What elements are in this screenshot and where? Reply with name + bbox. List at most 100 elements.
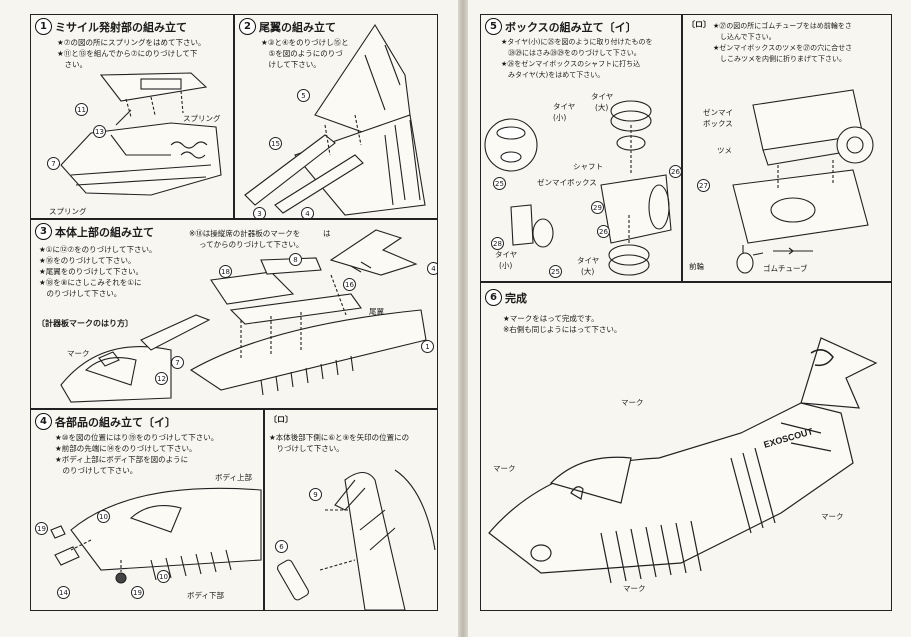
step6-panel: 6 完成 ★マークをはって完成です。 ※右側も同じようにはって下さい。 EXOS… [480, 282, 892, 611]
step1-line3: さい。 [57, 60, 87, 69]
part-25a-marker: 25 [493, 177, 506, 190]
part-5-marker: 5 [297, 89, 310, 102]
gauge-mark-subheading-text: 計器板マークのはり方 [45, 319, 125, 328]
tire-large-size-2: (大) [581, 267, 595, 276]
step4b-heading: 〔ロ〕 [269, 415, 293, 424]
step4-line2: ★前部の先端に⑭をのりづけして下さい。 [55, 444, 197, 453]
step4-line3: ★ボディ上部にボディ下部を図のように [55, 455, 189, 464]
step4-panel: 4 各部品の組み立て〔イ〕 ★⑩を図の位置にはり⑲をのりづけして下さい。 ★前部… [30, 409, 264, 611]
step1-line1: ★⑦の図の所にスプリングをはめて下さい。 [57, 38, 206, 47]
step6-heading: 6 完成 [485, 289, 527, 306]
gauge-mark-subheading: 〔計器板マークのはり方〕 [37, 319, 133, 328]
step5b-drawing [732, 89, 874, 274]
part-11-marker: 11 [75, 103, 88, 116]
step4-body-drawing [50, 487, 262, 584]
part-28-marker: 28 [491, 237, 504, 250]
step6-title: 完成 [505, 291, 527, 305]
body-upper-label: ボディ上部 [215, 473, 252, 482]
part-4-marker: 4 [301, 207, 314, 218]
part-8-marker: 8 [289, 253, 302, 266]
part-19b-marker: 19 [131, 586, 144, 599]
tire-large-label-2: タイヤ [577, 256, 600, 265]
step3-line3: ★尾翼をのりづけして下さい。 [39, 267, 143, 276]
mark-label-4: マーク [623, 584, 646, 593]
tire-small-size: (小) [553, 113, 567, 122]
step5b-line3: ★ゼンマイボックスのツメを㉗の穴に合せさ [713, 44, 853, 52]
step3-panel: 3 本体上部の組み立て ※⑱は操縦席の計器板のマークを は ってからのりづけして… [30, 219, 438, 409]
step5b-line2: し込んで下さい。 [713, 33, 776, 41]
spring-label-2: スプリング [49, 207, 87, 216]
tire-small-size-2: (小) [499, 261, 513, 270]
step5-panel: 5 ボックスの組み立て〔イ〕 ★タイヤ(小)に㉕を図のように取り付けたものを ㉘… [480, 14, 682, 282]
page-gutter [458, 0, 468, 637]
step5b-line1: ★㉗の図の所にゴムチューブをはめ前輪をさ [713, 22, 852, 30]
step6-line1: ★マークをはって完成です。 [503, 314, 599, 323]
mark-label-1: マーク [621, 398, 644, 407]
step2-tail-drawing [244, 23, 426, 216]
part-7b-marker: 7 [171, 356, 184, 369]
step5b-heading: 〔ロ〕 [687, 20, 711, 29]
step5b-line4: しこみツメを内側に折りまげて下さい。 [713, 55, 846, 63]
step5-line2: ㉘㉙にはさみ㉘㉙をのりづけして下さい。 [501, 49, 641, 57]
tail-wing-label: 尾翼 [369, 307, 384, 316]
step2-line3: けして下さい。 [261, 60, 321, 69]
step4-title: 各部品の組み立て〔イ〕 [55, 415, 176, 429]
part-9-marker: 9 [309, 488, 322, 501]
part-3-marker: 3 [253, 207, 266, 218]
part-4b-marker: 4 [427, 262, 437, 275]
part-1-marker: 1 [421, 340, 434, 353]
mark-label-step3: マーク [67, 349, 90, 358]
part-19a-marker: 19 [35, 522, 48, 535]
step5-title: ボックスの組み立て〔イ〕 [505, 20, 637, 34]
step6-number: 6 [485, 289, 502, 306]
zenmai-label-1: ゼンマイ [703, 108, 733, 117]
step2-line1: ★③と④をのりづけし⑮と [261, 38, 349, 47]
step4b-line1: ★本体後部下側に⑥と⑨を矢印の位置にの [269, 433, 410, 442]
step3-heading: 3 本体上部の組み立て [35, 223, 154, 240]
part-10b-marker: 10 [157, 570, 170, 583]
step3-line1: ★①に⑫⑦をのりづけして下さい。 [39, 245, 157, 254]
step4b-drawing [276, 469, 436, 610]
step4-heading: 4 各部品の組み立て〔イ〕 [35, 413, 176, 430]
spring-label-1: スプリング [183, 114, 221, 123]
step1-heading: 1 ミサイル発射部の組み立て [35, 18, 187, 35]
part-10a-marker: 10 [97, 510, 110, 523]
step1-line2: ★⑪と⑬を組んでから⑦にのりづけして下 [57, 49, 198, 58]
part-14-marker: 14 [57, 586, 70, 599]
part-26a-marker: 26 [669, 165, 681, 178]
part-6-marker: 6 [275, 540, 288, 553]
mark-label-3: マーク [821, 512, 844, 521]
front-wheel-label: 前輪 [689, 262, 704, 271]
step3-line4: ★⑱を⑧にさしこみそれを①に [39, 278, 142, 287]
step1-title: ミサイル発射部の組み立て [55, 20, 187, 34]
step4-line4: のりづけして下さい。 [55, 466, 138, 475]
step3-line5: のりづけして下さい。 [39, 289, 122, 298]
tire-large-label: タイヤ [591, 92, 614, 101]
tire-small-label-2: タイヤ [495, 250, 518, 259]
part-26b-marker: 26 [597, 225, 610, 238]
step2-panel: 2 尾翼の組み立て ★③と④をのりづけし⑮と ⑤を図のようにのりづ けして下さい… [234, 14, 438, 219]
part-15-marker: 15 [269, 137, 282, 150]
part-12-marker: 12 [155, 372, 168, 385]
step3-title: 本体上部の組み立て [55, 225, 154, 239]
part-29-marker: 29 [591, 201, 604, 214]
step1-number: 1 [35, 18, 52, 35]
step4b-line2: りづけして下さい。 [269, 444, 344, 453]
part-18-marker: 18 [219, 265, 232, 278]
step3-note-line1: ※⑱は操縦席の計器板のマークを [189, 229, 301, 238]
step5-line4: みタイヤ(大)をはめて下さい。 [501, 71, 605, 79]
step5-line3: ★㉖をゼンマイボックスのシャフトに打ち込 [501, 60, 641, 68]
shaft-label: シャフト [573, 162, 603, 171]
step3-note-line2: ってからのりづけして下さい。 [199, 240, 304, 249]
tire-large-size: (大) [595, 103, 609, 112]
zenmai-label-2: ボックス [703, 119, 733, 128]
step2-heading: 2 尾翼の組み立て [239, 18, 336, 35]
step5-number: 5 [485, 18, 502, 35]
rubber-tube-label: ゴムチューブ [763, 264, 808, 273]
step6-exoscout-drawing [488, 337, 878, 584]
part-7-marker: 7 [47, 157, 60, 170]
step4-line1: ★⑩を図の位置にはり⑲をのりづけして下さい。 [55, 433, 219, 442]
step3-note-wa: は [323, 229, 331, 238]
part-13-marker: 13 [93, 125, 106, 138]
step4b-panel: 〔ロ〕 ★本体後部下側に⑥と⑨を矢印の位置にの りづけして下さい。 9 6 [264, 409, 438, 611]
